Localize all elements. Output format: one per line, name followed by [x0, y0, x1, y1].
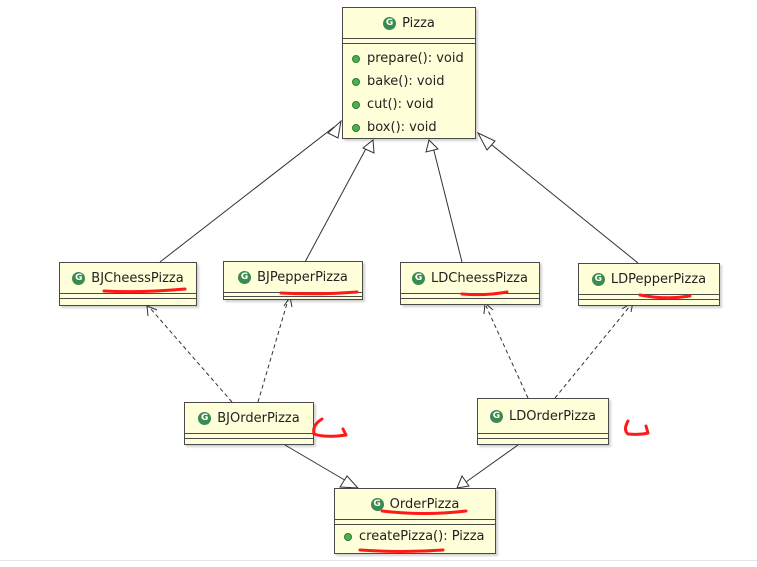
class-name: BJPepperPizza	[257, 269, 348, 285]
class-name: LDCheessPizza	[431, 270, 528, 286]
generalization-bjcheess-pizza	[159, 126, 335, 263]
arrowhead-to-orderpizza-2	[456, 474, 470, 489]
class-orderpizza[interactable]: G OrderPizza createPizza(): Pizza	[334, 488, 496, 554]
class-name: Pizza	[402, 15, 435, 31]
arrowhead-to-orderpizza-1	[339, 475, 360, 489]
class-bjpepperpizza[interactable]: G BJPepperPizza	[223, 261, 363, 300]
public-method-icon	[352, 77, 360, 86]
class-pizza[interactable]: G Pizza prepare(): void bake(): void cut…	[342, 7, 476, 139]
generalization-ldpepper-pizza	[481, 136, 639, 264]
public-method-icon	[352, 54, 360, 63]
method-prepare: prepare(): void	[343, 47, 475, 70]
dependency-bjorder-bjcheess	[149, 307, 233, 403]
arrowhead-to-pizza-1	[327, 119, 342, 139]
public-method-icon	[352, 100, 360, 109]
class-icon: G	[198, 411, 212, 425]
arrowhead-to-pizza-3	[425, 139, 439, 153]
class-ldcheesspizza[interactable]: G LDCheessPizza	[400, 262, 540, 305]
class-icon: G	[238, 270, 252, 284]
class-header: G BJOrderPizza	[185, 403, 313, 433]
method-compartment: createPizza(): Pizza	[335, 524, 495, 550]
method-box: box(): void	[343, 116, 475, 139]
generalization-ldorder-orderpizza	[465, 444, 519, 483]
class-ldorderpizza[interactable]: G LDOrderPizza	[477, 398, 609, 445]
attribute-compartment	[343, 38, 475, 43]
class-icon: G	[412, 271, 426, 285]
method-compartment: prepare(): void bake(): void cut(): void…	[343, 43, 475, 141]
class-icon: G	[383, 16, 397, 30]
class-name: BJOrderPizza	[217, 410, 300, 426]
class-header: G Pizza	[343, 8, 475, 38]
public-method-icon	[352, 123, 360, 132]
dep-arrowhead-1	[146, 305, 158, 317]
method-cut: cut(): void	[343, 93, 475, 116]
class-icon: G	[591, 272, 605, 286]
public-method-icon	[344, 532, 352, 541]
dependency-bjorder-bjpepper	[257, 299, 289, 403]
class-icon: G	[490, 409, 503, 423]
generalization-bjpepper-pizza	[304, 142, 370, 263]
class-bjorderpizza[interactable]: G BJOrderPizza	[184, 402, 314, 445]
class-header: G OrderPizza	[335, 489, 495, 519]
dependency-ldorder-ldpepper	[554, 305, 631, 399]
class-header: G LDOrderPizza	[478, 399, 608, 433]
class-header: G BJCheessPizza	[60, 263, 196, 293]
class-name: LDOrderPizza	[509, 408, 596, 424]
arrowhead-to-pizza-2	[362, 139, 375, 154]
method-bake: bake(): void	[343, 70, 475, 93]
generalization-ldcheess-pizza	[431, 142, 463, 263]
class-icon: G	[72, 271, 86, 285]
class-ldpepperpizza[interactable]: G LDPepperPizza	[578, 263, 720, 306]
arrowhead-to-pizza-4	[476, 131, 496, 151]
dependency-ldorder-ldcheess	[485, 305, 529, 399]
class-name: BJCheessPizza	[91, 270, 184, 286]
class-header: G LDPepperPizza	[579, 264, 719, 294]
class-header: G LDCheessPizza	[401, 263, 539, 293]
class-icon: G	[370, 497, 384, 511]
class-header: G BJPepperPizza	[224, 262, 362, 292]
generalization-bjorder-orderpizza	[284, 444, 349, 483]
class-bjcheesspizza[interactable]: G BJCheessPizza	[59, 262, 197, 306]
method-createpizza: createPizza(): Pizza	[335, 525, 495, 548]
class-name: OrderPizza	[389, 496, 460, 512]
bottom-divider	[0, 560, 757, 561]
class-name: LDPepperPizza	[610, 271, 707, 287]
